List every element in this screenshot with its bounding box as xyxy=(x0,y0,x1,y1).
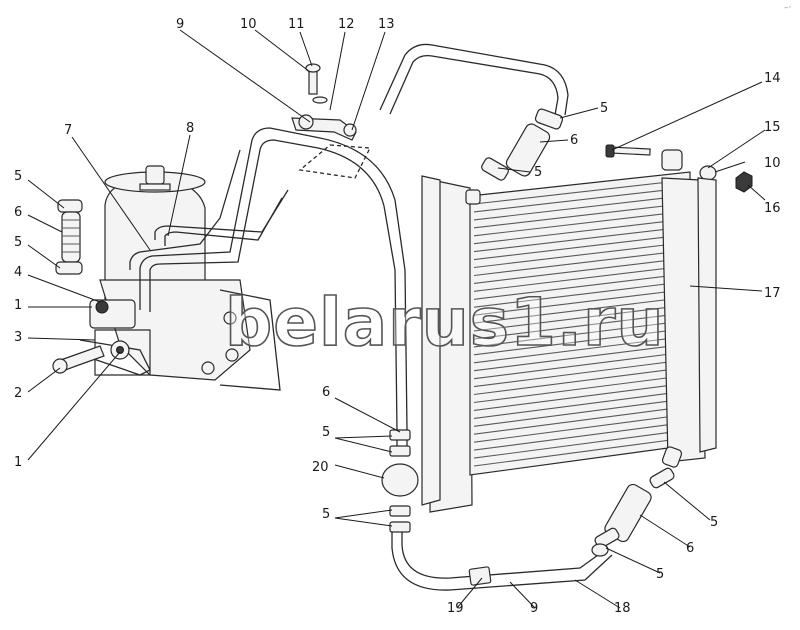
radiator-fin xyxy=(473,234,687,261)
radiator-fin xyxy=(473,421,687,451)
radiator-fin xyxy=(473,320,687,348)
watermark-text: belarus1.ru xyxy=(225,284,665,361)
radiator-mount-fasteners xyxy=(605,144,753,193)
callout-6-upper-hose: 6 xyxy=(570,133,578,148)
callout-5-fitting-bottom: 5 xyxy=(322,507,330,522)
callout-17: 17 xyxy=(764,286,781,301)
radiator-fin xyxy=(473,288,687,316)
callout-20: 20 xyxy=(312,460,329,475)
radiator-fin xyxy=(473,437,687,467)
radiator-fin xyxy=(473,351,687,380)
radiator-fin xyxy=(473,327,687,356)
radiator-fin xyxy=(473,367,687,396)
callout-14: 14 xyxy=(764,71,781,86)
callout-3: 3 xyxy=(14,330,22,345)
radiator-fin xyxy=(473,195,687,221)
radiator-core xyxy=(421,171,717,513)
radiator-fin xyxy=(473,241,687,269)
callout-2: 2 xyxy=(14,386,22,401)
fitting-tee xyxy=(381,429,419,533)
radiator-fin xyxy=(473,413,687,443)
radiator-fin xyxy=(473,304,687,332)
left-hose-assembly xyxy=(55,199,83,275)
callout-1-upper: 1 xyxy=(14,298,22,313)
radiator-fin xyxy=(473,226,687,253)
radiator-fins xyxy=(473,179,687,467)
callout-labels: 9 10 11 12 13 7 8 5 6 5 4 1 3 2 1 5 6 5 … xyxy=(14,17,781,616)
callout-5-fitting-top: 5 xyxy=(322,425,330,440)
lower-hose-assembly xyxy=(591,467,675,557)
radiator-fin xyxy=(473,382,687,411)
callout-15: 15 xyxy=(764,120,781,135)
leader-lines xyxy=(27,29,766,609)
radiator-fin xyxy=(473,218,687,245)
callout-7: 7 xyxy=(64,123,72,138)
callout-5-lower-hose-b: 5 xyxy=(656,567,664,582)
callout-6-fitting: 6 xyxy=(322,385,330,400)
radiator-fin xyxy=(473,273,687,300)
callout-5-upper-hose-b: 5 xyxy=(534,165,542,180)
callout-16: 16 xyxy=(764,201,781,216)
radiator-fin xyxy=(473,179,687,205)
radiator-fin xyxy=(473,187,687,213)
callout-6-left: 6 xyxy=(14,205,22,220)
radiator-fin xyxy=(473,202,687,229)
radiator-fin xyxy=(473,359,687,388)
callout-5-left-a: 5 xyxy=(14,169,22,184)
radiator-fin xyxy=(473,312,687,340)
upper-return-tube xyxy=(379,43,569,181)
callout-11: 11 xyxy=(288,17,305,32)
radiator-fin xyxy=(473,398,687,427)
radiator-fin xyxy=(473,265,687,292)
callout-19: 19 xyxy=(447,601,464,616)
radiator-fin xyxy=(473,210,687,237)
callout-1-lower: 1 xyxy=(14,455,22,470)
oil-pipes xyxy=(129,127,613,591)
callout-13: 13 xyxy=(378,17,395,32)
callout-5-lower-hose-a: 5 xyxy=(710,515,718,530)
callout-4: 4 xyxy=(14,265,22,280)
radiator-fin xyxy=(473,249,687,277)
callout-10-right: 10 xyxy=(764,156,781,171)
pipe-clamp-bracket xyxy=(291,63,372,179)
callout-6-lower-hose: 6 xyxy=(686,541,694,556)
radiator-fin xyxy=(473,335,687,364)
oil-filter-housing xyxy=(52,165,281,391)
callout-8: 8 xyxy=(186,121,194,136)
radiator-fin xyxy=(473,406,687,435)
radiator-fin xyxy=(473,343,687,372)
callout-18: 18 xyxy=(614,601,631,616)
corner-mark: –· xyxy=(784,3,791,13)
radiator-fin xyxy=(473,281,687,308)
callout-9-top: 9 xyxy=(176,17,184,32)
radiator-fin xyxy=(473,257,687,284)
radiator-fin xyxy=(473,390,687,419)
callout-9-bottom: 9 xyxy=(530,601,538,616)
callout-12: 12 xyxy=(338,17,355,32)
callout-5-upper-hose-a: 5 xyxy=(600,101,608,116)
callout-10-top: 10 xyxy=(240,17,257,32)
radiator-fin xyxy=(473,429,687,459)
radiator-fin xyxy=(473,374,687,404)
radiator-fin xyxy=(473,296,687,324)
callout-5-left-b: 5 xyxy=(14,235,22,250)
